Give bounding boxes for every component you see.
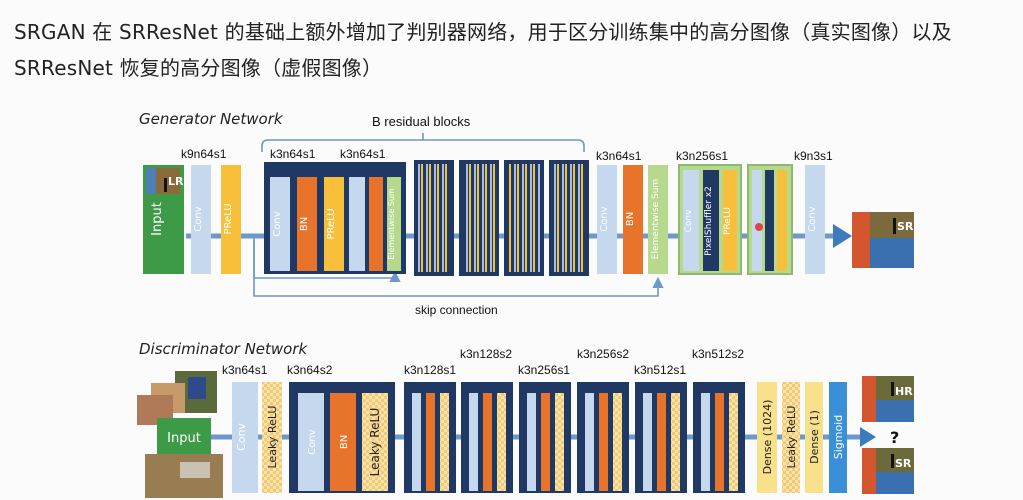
disc-block1-conv — [298, 393, 324, 491]
d-k-b5: k3n256s2 — [577, 347, 630, 361]
g-k-post: k3n64s1 — [596, 149, 642, 163]
res-bn1-text: BN — [299, 217, 310, 231]
res-bn-1 — [297, 177, 317, 271]
disc-block-3 — [461, 382, 513, 493]
discriminator-network — [137, 371, 914, 498]
cursor-dot — [755, 223, 763, 231]
question-mark: ? — [890, 428, 899, 447]
d-k-first: k3n64s1 — [222, 363, 268, 377]
g-conv-post-text: Conv — [599, 206, 610, 231]
upsample-conv — [683, 170, 699, 271]
disc-block-7 — [693, 382, 745, 493]
disc-b1-leaky-text: Leaky ReLU — [368, 408, 382, 477]
residual-block-5 — [549, 160, 589, 276]
generator-conv-last — [805, 165, 825, 274]
res-conv-2 — [349, 177, 365, 271]
generator-conv-1 — [191, 165, 211, 274]
generator-bn-post — [623, 165, 643, 274]
disc-leaky-final — [782, 382, 800, 493]
disc-dense-1 — [805, 382, 823, 493]
header-line-2: SRResNet 恢复的高分图像（虚假图像） — [14, 56, 383, 80]
residual-block-4 — [504, 160, 544, 276]
d-k-b1: k3n64s2 — [287, 363, 333, 377]
g-bn-post-text: BN — [625, 212, 636, 226]
generator-network — [143, 133, 914, 297]
res-bn-2 — [369, 177, 383, 271]
disc-sigmoid — [829, 382, 847, 493]
discriminator-title: Discriminator Network — [139, 340, 308, 358]
g-k-last: k9n3s1 — [794, 149, 833, 163]
generator-input-label: Input — [150, 202, 165, 236]
discriminator-output-arrow — [860, 427, 876, 447]
pixel-shuffler — [703, 170, 719, 271]
g-k-up: k3n256s1 — [676, 149, 729, 163]
up-prelu-text: PReLU — [723, 207, 733, 235]
disc-input-block — [157, 418, 211, 456]
disc-block1-bn — [330, 393, 356, 491]
disc-sigmoid-text: Sigmoid — [832, 415, 845, 460]
disc-block-5 — [577, 382, 629, 493]
res-prelu — [324, 177, 344, 271]
disc-block-2 — [404, 382, 456, 493]
g-k-first: k9n64s1 — [181, 147, 227, 161]
residual-block-2 — [414, 160, 454, 276]
disc-leaky-final-text: Leaky ReLU — [785, 406, 798, 469]
d-k-b2: k3n128s1 — [404, 363, 457, 377]
disc-b1-bn-text: BN — [339, 435, 350, 449]
g-prelu1-text: PReLU — [223, 203, 234, 234]
header-line-1: SRGAN 在 SRResNet 的基础上额外增加了判别器网络，用于区分训练集中… — [14, 20, 952, 44]
res-conv-1 — [270, 177, 290, 271]
disc-dense1-text: Dense (1) — [808, 410, 821, 464]
d-k-b3: k3n128s2 — [460, 347, 513, 361]
res-elementwise-sum — [387, 177, 401, 271]
generator-prelu-1 — [221, 165, 241, 274]
disc-conv1-text: Conv — [235, 423, 248, 451]
residual-block-3 — [459, 160, 499, 276]
g-k-res1: k3n64s1 — [270, 147, 316, 161]
disc-block-6 — [635, 382, 687, 493]
lr-label: LR — [168, 175, 184, 188]
generator-output-arrow — [833, 224, 852, 248]
pixelshuffler-text: PixelShuffler x2 — [704, 186, 714, 256]
disc-sr-label: SR — [895, 457, 912, 470]
res-conv1-text: Conv — [272, 211, 283, 236]
disc-b1-conv-text: Conv — [307, 429, 318, 454]
generator-elementwise-sum — [648, 165, 668, 274]
hr-label: HR — [895, 385, 913, 398]
disc-block1-leaky — [362, 393, 388, 491]
generator-conv-post — [597, 165, 617, 274]
res-prelu-text: PReLU — [326, 208, 337, 239]
disc-dense-1024 — [757, 382, 777, 493]
d-k-b6: k3n512s1 — [634, 363, 687, 377]
disc-block-4 — [519, 382, 571, 493]
generator-title: Generator Network — [139, 110, 283, 128]
skip-connection-label: skip connection — [415, 303, 498, 317]
g-conv1-text: Conv — [193, 206, 204, 231]
disc-conv-1 — [232, 382, 258, 493]
disc-input-label: Input — [167, 431, 201, 446]
sr-label: SR — [897, 220, 914, 233]
disc-leaky-1 — [262, 382, 282, 493]
disc-leaky1-text: Leaky ReLU — [266, 406, 279, 469]
res-elementwise-text: Elementwise Sum — [387, 188, 396, 260]
g-conv-last-text: Conv — [807, 206, 818, 231]
d-k-b4: k3n256s1 — [518, 363, 571, 377]
disc-dense1024-text: Dense (1024) — [761, 400, 774, 475]
up-conv-text: Conv — [684, 209, 694, 232]
upsample-prelu — [723, 170, 737, 271]
d-k-b7: k3n512s2 — [692, 347, 745, 361]
header-text: SRGAN 在 SRResNet 的基础上额外增加了判别器网络，用于区分训练集中… — [14, 14, 1004, 86]
global-skip-line — [253, 240, 664, 297]
g-elementwise-text: Elementwise Sum — [651, 179, 661, 259]
residual-blocks-label: B residual blocks — [372, 114, 471, 129]
g-k-res2: k3n64s1 — [340, 147, 386, 161]
